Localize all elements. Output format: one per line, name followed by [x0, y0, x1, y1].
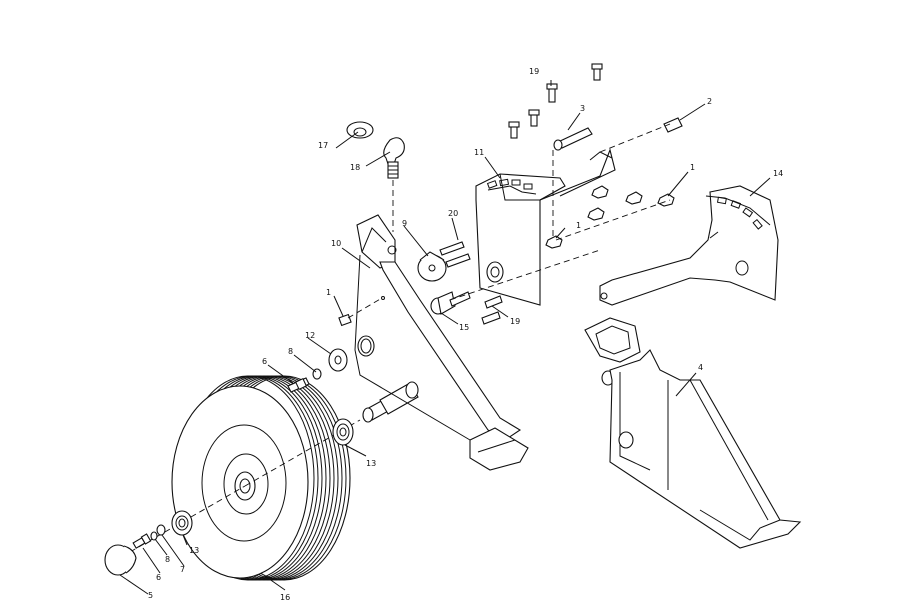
long-pivot-bolt — [553, 127, 593, 151]
axle-bolt — [287, 377, 310, 393]
flat-washer — [156, 524, 166, 536]
axle-spacer — [328, 348, 348, 372]
carriage-bolts — [439, 241, 471, 268]
bolt-small — [132, 533, 152, 549]
lock-washer — [150, 531, 158, 541]
callout-8-axle: 8 — [288, 347, 293, 356]
bracket-bolt — [663, 117, 683, 133]
callout-2: 2 — [707, 97, 712, 106]
leader-lines — [119, 80, 771, 595]
callout-20: 20 — [448, 209, 458, 218]
callout-3: 3 — [580, 104, 585, 113]
callout-4: 4 — [698, 363, 703, 372]
callout-7: 7 — [180, 565, 185, 574]
wheel-bearing-outer — [171, 510, 193, 536]
callout-5: 5 — [148, 591, 153, 600]
callout-8-wheel: 8 — [165, 555, 170, 564]
callout-1-leg: 1 — [326, 288, 331, 297]
callout-17: 17 — [318, 141, 328, 150]
stand-frame — [584, 317, 802, 549]
callout-16: 16 — [280, 593, 290, 602]
hex-bolts-lower — [449, 291, 503, 325]
callout-labels: 1 1 1 2 3 4 5 6 6 7 8 8 9 10 11 12 13 13… — [148, 67, 783, 602]
wheel-leg-arm — [354, 214, 529, 471]
callout-10: 10 — [331, 239, 341, 248]
hub-cap — [104, 544, 137, 576]
wheel-bearing-inner — [332, 418, 354, 446]
callout-11: 11 — [474, 148, 484, 157]
callout-18: 18 — [350, 163, 360, 172]
mounting-bracket-left — [475, 148, 616, 306]
adjustment-knob-pin — [383, 137, 405, 179]
callout-15: 15 — [459, 323, 469, 332]
spacer-sleeve — [430, 291, 456, 315]
callout-1-bracket: 1 — [576, 221, 581, 230]
tire-wheel — [171, 375, 351, 581]
axle-shaft — [362, 381, 419, 423]
callout-13-inner: 13 — [366, 459, 376, 468]
callout-9: 9 — [402, 219, 407, 228]
callout-6-wheel: 6 — [156, 573, 161, 582]
callout-12: 12 — [305, 331, 315, 340]
mounting-bracket-right — [599, 185, 779, 306]
pivot-bushing — [417, 251, 447, 282]
callout-6-axle: 6 — [262, 357, 267, 366]
leg-hex-nut — [338, 313, 352, 327]
knob-cap — [346, 121, 374, 139]
callout-19-top: 19 — [529, 67, 539, 76]
callout-13-outer: 13 — [189, 546, 199, 555]
callout-19-lower: 19 — [510, 317, 520, 326]
callout-14: 14 — [773, 169, 783, 178]
hex-nuts — [545, 185, 675, 249]
callout-1-right: 1 — [690, 163, 695, 172]
